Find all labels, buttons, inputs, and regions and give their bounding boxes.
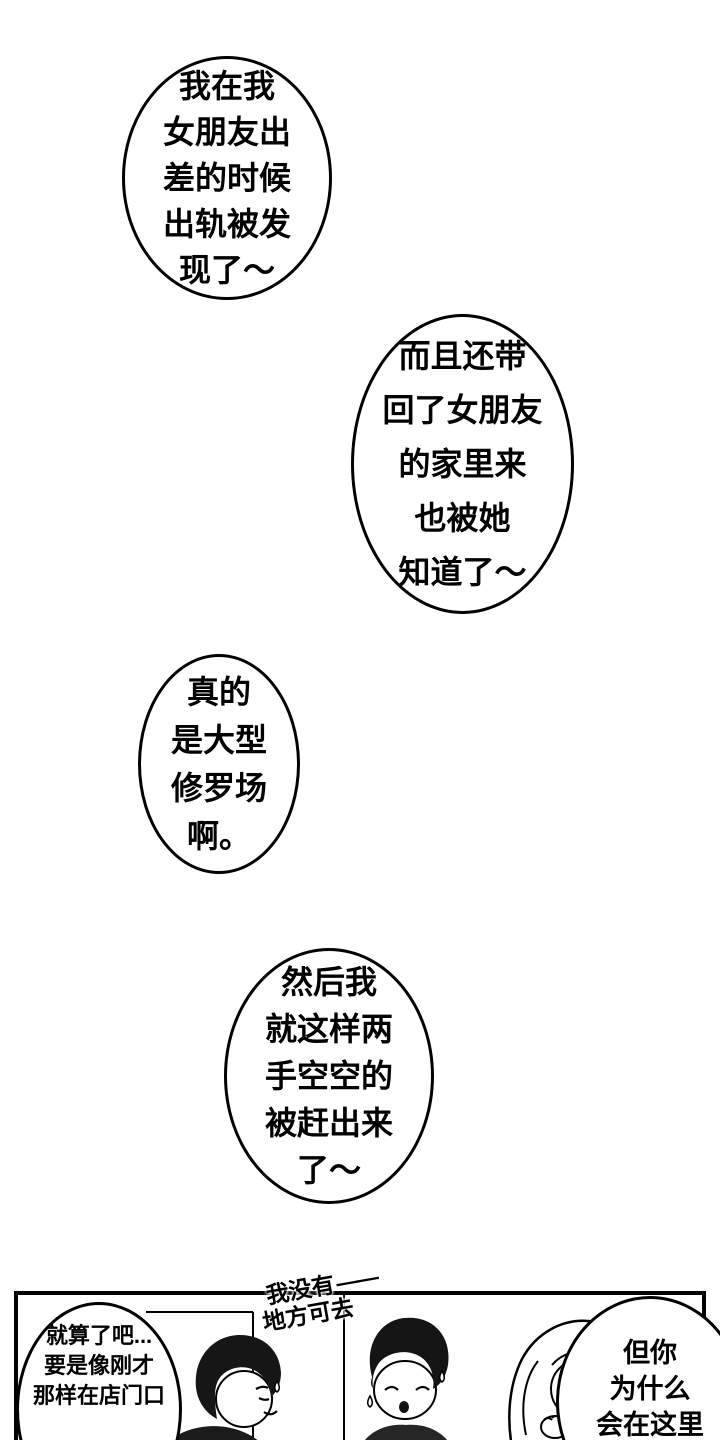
bubble-line: 的家里来 [398,446,527,482]
bubble-line: 差的时候 [162,160,291,196]
bubble-line: 要是像刚才 [43,1353,154,1378]
bubble-line: 女朋友出 [162,114,291,150]
bubble-line: 知道了～ [398,554,527,590]
speech-bubble-panel-right: 但你 为什么 会在这里 [556,1296,720,1440]
bubble-line: 修罗场 [170,770,267,806]
bubble-line: 就算了吧... [45,1323,153,1348]
bubble-line: 那样在店门口 [32,1383,165,1408]
speech-bubble-2: 而且还带 回了女朋友 的家里来 也被她 知道了～ [351,314,574,614]
bubble-line: 出轨被发 [162,206,291,242]
bubble-line: 我在我 [178,68,275,104]
bubble-line: 手空空的 [264,1057,393,1094]
bubble-line: 为什么 [609,1374,691,1404]
left-character [170,1335,281,1440]
speech-bubble-3: 真的 是大型 修罗场 啊。 [138,654,300,874]
bubble-line: 回了女朋友 [382,392,543,428]
bubble-line: 了～ [296,1151,361,1188]
bubble-line: 现了～ [178,252,275,288]
bubble-line: 也被她 [414,500,511,536]
bubble-line: 而且还带 [398,338,527,374]
bubble-line: 然后我 [280,963,377,1000]
bubble-line: 就这样两 [264,1010,393,1047]
bubble-line: 是大型 [170,722,267,758]
speech-bubble-1: 我在我 女朋友出 差的时候 出轨被发 现了～ [122,56,332,300]
bubble-line: 但你 [623,1338,677,1368]
bubble-line: 被赶出来 [264,1104,393,1141]
bubble-line: 真的 [186,674,251,710]
speech-bubble-4: 然后我 就这样两 手空空的 被赶出来 了～ [224,948,434,1204]
middle-character [365,1317,449,1440]
bubble-line: 会在这里 [596,1410,704,1440]
bubble-line: 啊。 [186,818,251,854]
